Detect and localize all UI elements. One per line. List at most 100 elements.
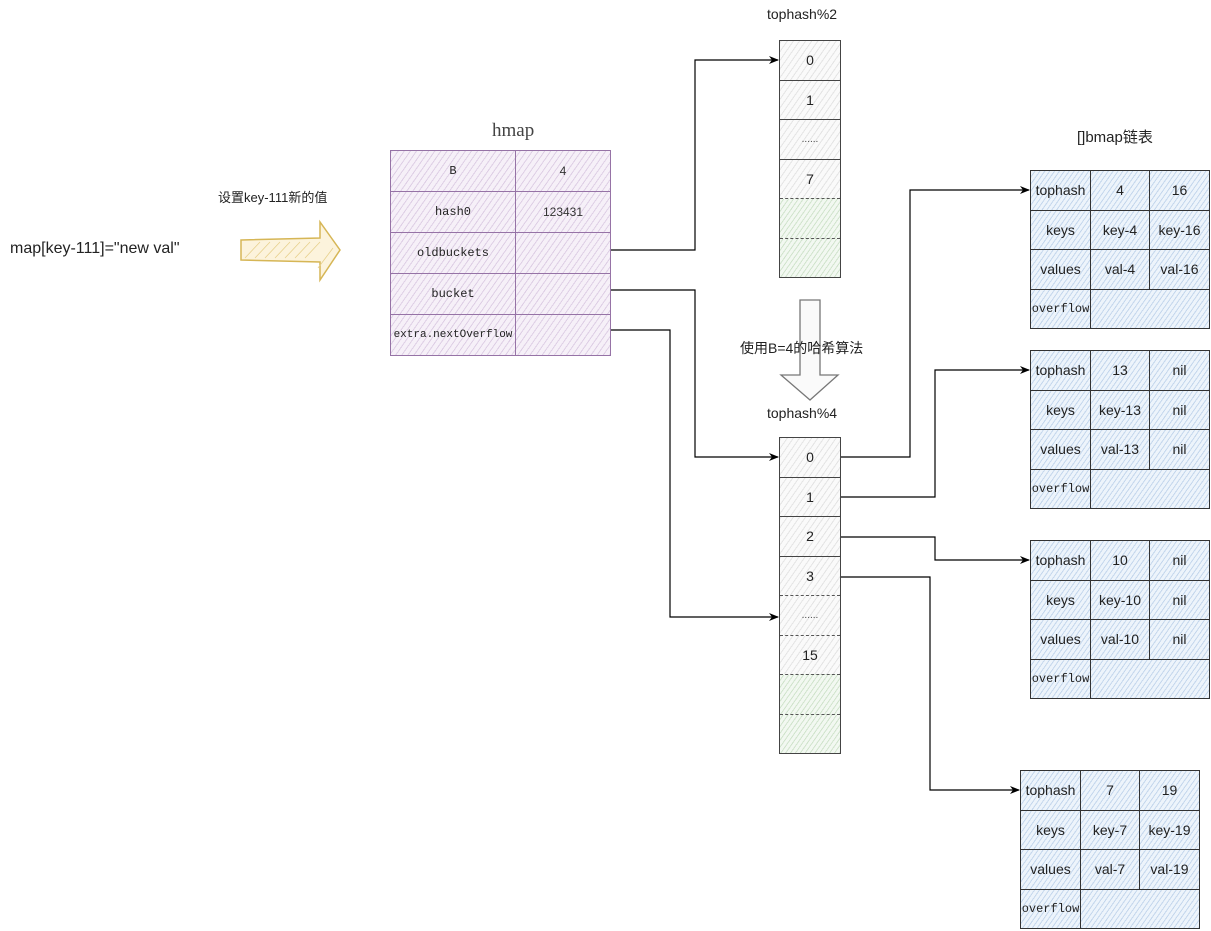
bmap-cell: 7: [1081, 771, 1140, 810]
bmap-overflow-cell: [1081, 890, 1199, 929]
bmap-cell: key-10: [1091, 580, 1150, 619]
bucket-slot: 3: [780, 555, 840, 595]
old-buckets-title: tophash%2: [767, 6, 838, 22]
bucket-slot-empty: [780, 198, 840, 238]
hmap-field-key: bucket: [391, 274, 516, 314]
new-buckets-title: tophash%4: [767, 405, 838, 421]
connector-bucket-1: [840, 366, 1030, 498]
connector-oldbuckets: [609, 56, 779, 251]
bmap-cell: key-7: [1081, 810, 1140, 849]
bucket-slot: 7: [780, 158, 840, 198]
bmap-row-values: values val-10 nil: [1031, 619, 1209, 659]
bmap-overflow-cell: [1091, 470, 1209, 509]
hmap-field-bucket: bucket: [391, 273, 610, 314]
bmap-cell: key-16: [1158, 221, 1201, 238]
bmap-cell: key-19: [1148, 821, 1191, 838]
bmap-node: tophash 7 19 keys key-7 key-19 values va…: [1020, 770, 1200, 929]
connector-bucket-3: [840, 576, 1020, 794]
bmap-row-overflow: overflow: [1031, 658, 1209, 699]
bucket-slot: 15: [780, 634, 840, 674]
bmap-row-tophash: tophash 13 nil: [1031, 351, 1209, 390]
bmap-row-values: values val-13 nil: [1031, 429, 1209, 469]
hmap-field-value: 123431: [542, 205, 584, 219]
bmap-overflow-cell: [1091, 660, 1209, 699]
bmap-row-label: tophash: [1031, 171, 1091, 210]
hmap-field-value: [516, 315, 610, 355]
hmap-field-next-overflow: extra.nextOverflow: [391, 314, 610, 355]
hmap-struct: B 4 hash0 123431 oldbuckets bucket extra…: [390, 150, 611, 356]
bmap-row-label: overflow: [1031, 659, 1091, 698]
bmap-row-overflow: overflow: [1021, 888, 1199, 929]
hmap-title: hmap: [492, 120, 535, 141]
bucket-slot: 2: [780, 516, 840, 556]
bmap-row-label: keys: [1031, 580, 1091, 619]
bucket-slot-empty: [780, 713, 840, 753]
right-arrow-icon: [240, 219, 341, 283]
hmap-field-value: 4: [559, 164, 567, 178]
bmap-row-label: keys: [1021, 810, 1081, 849]
connector-next-overflow: [609, 329, 779, 621]
hmap-field-key: hash0: [391, 192, 516, 232]
bmap-row-label: values: [1031, 250, 1091, 289]
bmap-row-label: tophash: [1031, 351, 1091, 390]
bucket-slot-ellipsis: ......: [780, 119, 840, 159]
bmap-cell: 13: [1091, 351, 1150, 390]
bucket-slot-empty: [780, 237, 840, 277]
bmap-cell: key-13: [1091, 390, 1150, 429]
hmap-field-hash0: hash0 123431: [391, 191, 610, 232]
bmap-row-label: values: [1031, 620, 1091, 659]
bmap-row-values: values val-7 val-19: [1021, 849, 1199, 889]
bmap-row-overflow: overflow: [1031, 288, 1209, 329]
bmap-cell: nil: [1172, 552, 1187, 569]
bmap-row-label: tophash: [1021, 771, 1081, 810]
bmap-node: tophash 13 nil keys key-13 nil values va…: [1030, 350, 1210, 509]
bmap-row-label: overflow: [1021, 889, 1081, 928]
bmap-overflow-cell: [1091, 290, 1209, 329]
old-buckets-array: 0 1 ...... 7: [779, 40, 841, 278]
arrow-caption: 设置key-111新的值: [218, 190, 328, 205]
bmap-cell: 16: [1171, 182, 1188, 199]
bmap-row-label: overflow: [1031, 289, 1091, 328]
hmap-field-value: [516, 274, 610, 314]
connector-bucket-2: [840, 536, 1030, 564]
connector-bucket: [609, 289, 779, 461]
new-buckets-array: 0 1 2 3 ...... 15: [779, 437, 841, 754]
connector-bucket-0: [840, 186, 1030, 458]
map-assignment-statement: map[key-111]="new val": [10, 240, 180, 257]
bmap-node: tophash 10 nil keys key-10 nil values va…: [1030, 540, 1210, 699]
hmap-field-key: oldbuckets: [391, 233, 516, 273]
bucket-slot: 1: [780, 476, 840, 516]
bmap-cell: 10: [1091, 541, 1150, 580]
bmap-cell: nil: [1172, 362, 1187, 379]
bmap-cell: val-19: [1150, 861, 1189, 878]
rehash-note: 使用B=4的哈希算法: [740, 340, 864, 356]
hmap-field-oldbuckets: oldbuckets: [391, 232, 610, 273]
bmap-cell: nil: [1172, 631, 1187, 648]
bmap-list-title: []bmap链表: [1077, 129, 1153, 146]
bmap-row-label: values: [1031, 430, 1091, 469]
bmap-cell: 4: [1091, 171, 1150, 210]
bucket-slot: 0: [780, 438, 840, 477]
bmap-cell: val-4: [1091, 250, 1150, 289]
hmap-field-key: B: [391, 151, 516, 191]
bmap-cell: val-16: [1160, 261, 1199, 278]
bmap-row-keys: keys key-7 key-19: [1021, 809, 1199, 849]
bmap-cell: nil: [1172, 591, 1187, 608]
down-arrow-icon: [779, 299, 840, 401]
bmap-row-keys: keys key-10 nil: [1031, 579, 1209, 619]
bucket-slot-empty: [780, 674, 840, 714]
bmap-row-keys: keys key-13 nil: [1031, 389, 1209, 429]
bucket-slot-ellipsis: ......: [780, 595, 840, 635]
hmap-field-value: [516, 233, 610, 273]
hmap-field-b: B 4: [391, 151, 610, 191]
bmap-cell: val-10: [1091, 620, 1150, 659]
bmap-row-tophash: tophash 7 19: [1021, 771, 1199, 810]
bmap-row-tophash: tophash 10 nil: [1031, 541, 1209, 580]
bmap-row-overflow: overflow: [1031, 468, 1209, 509]
bmap-row-label: keys: [1031, 390, 1091, 429]
bmap-cell: val-7: [1081, 850, 1140, 889]
bmap-cell: nil: [1172, 441, 1187, 458]
bmap-cell: nil: [1172, 401, 1187, 418]
bmap-row-label: overflow: [1031, 469, 1091, 508]
